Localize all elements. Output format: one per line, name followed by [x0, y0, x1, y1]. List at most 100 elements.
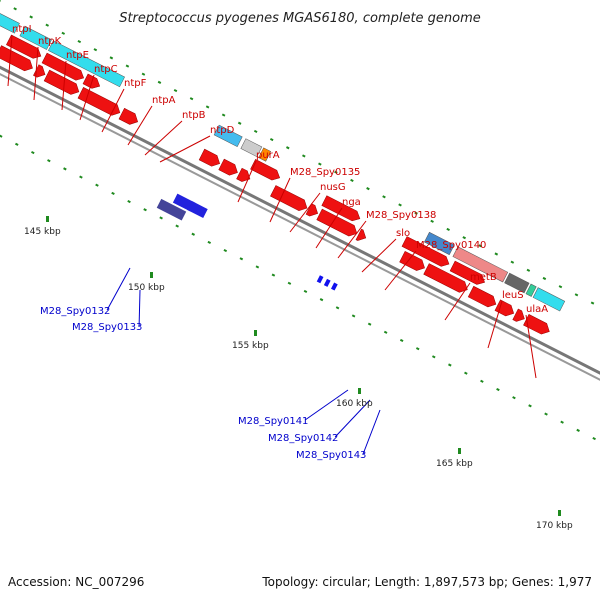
scale-tick	[430, 219, 434, 223]
scale-tick	[271, 273, 276, 277]
scale-tick	[464, 371, 468, 375]
gene-label: ntpK	[38, 36, 62, 47]
scale-tick	[111, 191, 115, 195]
leader-line	[525, 314, 537, 379]
scale-tick	[512, 396, 516, 400]
feature-block-track	[0, 1, 566, 312]
scale-tick-track	[0, 0, 596, 441]
cds-arrow	[0, 45, 33, 72]
cds-arrow	[512, 308, 525, 322]
scale-tick	[415, 347, 420, 351]
feature-block	[532, 287, 566, 312]
backbone-line-outer	[0, 52, 600, 400]
scale-tick	[189, 97, 194, 101]
scale-tick	[95, 183, 99, 187]
gene-label: M28_Spy0140	[416, 240, 486, 251]
ruler-label: 170 kbp	[536, 521, 573, 531]
ruler-tick	[150, 272, 153, 278]
scale-tick	[510, 260, 515, 264]
cds-arrow	[43, 69, 80, 95]
feature-block	[240, 138, 263, 158]
scale-tick	[223, 249, 228, 253]
scale-tick	[446, 227, 450, 232]
cds-arrow	[494, 299, 515, 317]
scale-tick	[141, 72, 146, 76]
scale-tick	[431, 355, 436, 359]
scale-tick	[127, 199, 131, 204]
scale-tick	[560, 420, 564, 424]
scale-tick	[31, 150, 35, 155]
reverse-cds	[316, 275, 324, 284]
ruler-label: 155 kbp	[232, 341, 269, 351]
leader-line	[315, 207, 343, 249]
scale-tick	[383, 330, 388, 334]
scale-tick	[79, 175, 83, 179]
reverse-cds	[323, 278, 331, 287]
leader-line	[7, 34, 13, 87]
leader-line	[361, 238, 397, 273]
scale-tick	[77, 39, 82, 44]
ruler-label: 145 kbp	[24, 227, 61, 237]
leader-line	[101, 88, 125, 133]
reverse-gene-labels: M28_Spy0132M28_Spy0133M28_Spy0141M28_Spy…	[40, 267, 381, 461]
map-title: Streptococcus pyogenes MGAS6180, complet…	[119, 11, 481, 26]
cds-arrow	[423, 263, 468, 293]
forward-cds-track	[0, 34, 550, 335]
scale-tick	[382, 195, 386, 199]
scale-tick	[109, 56, 114, 60]
cds-arrow	[270, 185, 308, 211]
scale-tick	[544, 412, 548, 416]
scale-tick	[285, 146, 290, 150]
scale-tick	[0, 134, 3, 138]
ruler-tick	[558, 510, 561, 516]
scale-tick	[173, 88, 178, 93]
leader-line	[144, 120, 183, 156]
scale-tick	[207, 240, 212, 244]
leader-line	[487, 300, 503, 349]
scale-tick	[63, 167, 67, 171]
scale-tick	[542, 276, 547, 281]
scale-tick	[366, 187, 370, 191]
leader-line	[138, 289, 141, 327]
scale-tick	[496, 387, 500, 392]
gene-label: ntpC	[94, 64, 118, 75]
leader-line	[61, 60, 67, 111]
gene-label: M28_Spy0142	[268, 433, 338, 444]
feature-block	[424, 231, 455, 256]
gene-label: ulaA	[526, 304, 548, 315]
feature-block	[19, 25, 52, 50]
genome-strip	[0, 0, 600, 441]
scale-tick	[47, 159, 51, 163]
gene-label: ntpD	[210, 125, 235, 136]
leader-line	[289, 192, 321, 233]
scale-tick	[350, 178, 354, 183]
reverse-cds-track	[156, 193, 338, 291]
scale-tick	[558, 285, 563, 289]
scale-tick	[143, 208, 147, 212]
cds-arrow	[316, 208, 358, 237]
scale-tick	[125, 64, 130, 68]
gene-label: ntpF	[124, 78, 147, 89]
scale-tick	[526, 268, 531, 272]
scale-tick	[399, 338, 404, 343]
feature-block	[213, 124, 243, 148]
leader-line	[79, 74, 95, 121]
scale-tick	[157, 80, 162, 84]
leader-line	[337, 220, 367, 259]
cds-arrow	[321, 195, 361, 222]
scale-tick	[318, 162, 322, 166]
scale-tick	[576, 428, 580, 432]
scale-tick	[319, 298, 324, 302]
backbone-line-inner	[0, 57, 600, 405]
leader-line	[269, 177, 291, 223]
scale-tick	[494, 252, 499, 256]
scale-tick	[480, 379, 484, 383]
scale-tick	[237, 121, 242, 125]
leader-line	[159, 135, 211, 163]
scale-tick	[287, 281, 292, 285]
cds-arrow	[401, 236, 450, 267]
leader-line	[33, 46, 39, 101]
reverse-cds	[330, 282, 338, 291]
